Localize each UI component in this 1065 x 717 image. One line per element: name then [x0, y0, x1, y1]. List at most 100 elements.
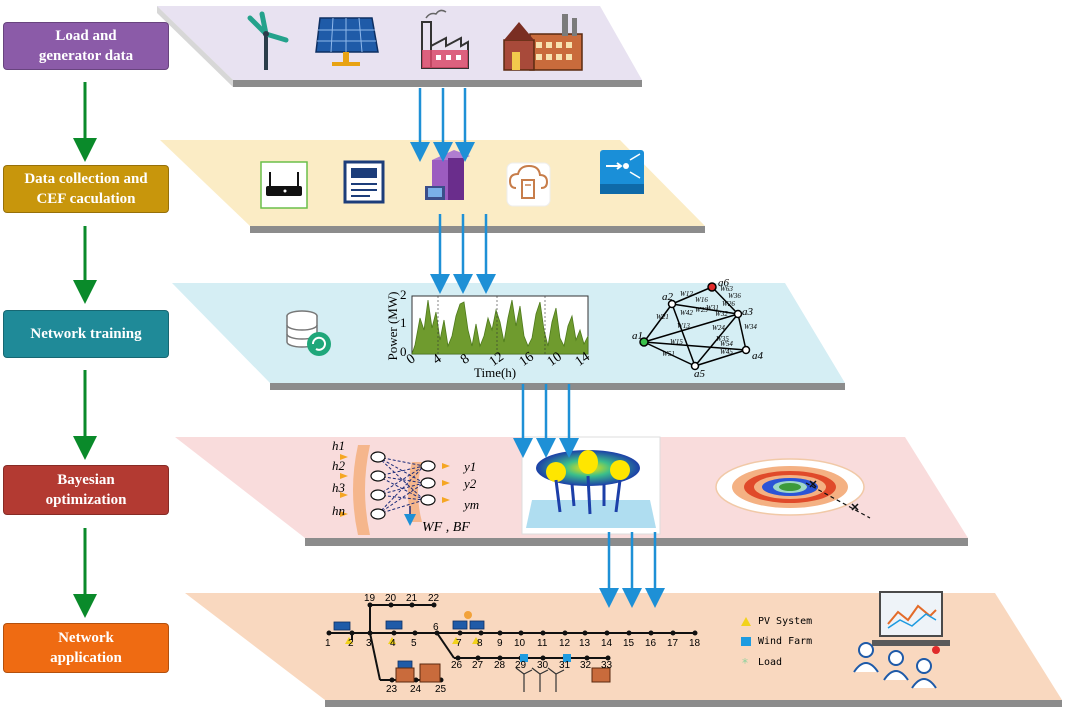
edge-weight: W24 — [712, 324, 725, 332]
nn-output-label: y1 — [464, 459, 477, 474]
edge-weight: W51 — [662, 350, 675, 358]
nn-output-label: y2 — [464, 476, 477, 491]
bus-label: 28 — [494, 660, 506, 671]
step-network-training: Network training — [3, 310, 169, 358]
step-label: Network application — [50, 630, 122, 666]
cloud-server-icon — [506, 162, 551, 207]
load-factories — [395, 611, 611, 683]
bus-label: 20 — [385, 593, 397, 604]
pv-markers — [345, 637, 480, 644]
bus-label: 12 — [559, 638, 571, 649]
bus-label: 27 — [472, 660, 484, 671]
edge-weight: W13 — [677, 322, 690, 330]
step-label: Data collection and CEF caculation — [24, 171, 148, 207]
bus-label: 26 — [451, 660, 463, 671]
meter-icon — [343, 160, 385, 204]
chart-ytick: 2 — [400, 287, 407, 302]
edge-weight: W45 — [720, 348, 733, 356]
operators-monitor-icon — [853, 591, 950, 689]
edge-weight: W35 — [716, 335, 729, 343]
database-refresh-icon — [286, 310, 331, 356]
bus-label: 9 — [497, 638, 503, 649]
nn-input-label: h2 — [332, 458, 345, 473]
bus-label: 23 — [386, 684, 398, 695]
edge-weight: W32 — [715, 310, 728, 318]
legend-label-load: Load — [758, 657, 783, 668]
edge-weight: W34 — [744, 323, 757, 331]
svg-text:*: * — [742, 656, 748, 670]
bus-label: 11 — [537, 638, 548, 649]
bus-label: 16 — [645, 638, 657, 649]
bus-label: 14 — [601, 638, 613, 649]
edge-weight: W21 — [656, 313, 669, 321]
legend-label-pv: PV System — [758, 616, 813, 627]
step-network-application: Network application — [3, 623, 169, 673]
solar-panel-icon — [315, 17, 379, 66]
power-chart — [411, 295, 589, 355]
step-data-collection: Data collection and CEF caculation — [3, 165, 169, 213]
bus-label: 33 — [601, 660, 613, 671]
edge-weight: W31 — [706, 304, 719, 312]
bus-label: 10 — [514, 638, 526, 649]
wind-turbine-icon — [247, 11, 289, 70]
network-graph — [639, 282, 751, 371]
bus-label: 15 — [623, 638, 635, 649]
node-label: a1 — [632, 330, 643, 342]
bus-label: 31 — [559, 660, 571, 671]
bus-label: 32 — [580, 660, 592, 671]
edge-weight: W63 — [720, 285, 733, 293]
small-wind-turbines — [515, 667, 565, 692]
bus-label: 2 — [348, 638, 354, 649]
node-label: a6 — [718, 277, 729, 289]
pv-panels — [333, 620, 485, 670]
edge-weight: W36 — [728, 292, 741, 300]
node-label: a3 — [742, 306, 753, 318]
switch-icon — [600, 150, 644, 194]
nn-input-label: hn — [332, 503, 345, 518]
target-icon — [715, 458, 871, 519]
nn-params-label: WF , BF — [422, 520, 470, 535]
legend-label-wind: Wind Farm — [758, 636, 813, 647]
bus-label: 21 — [406, 593, 418, 604]
wind-markers — [520, 654, 571, 662]
bus-label: 29 — [515, 660, 527, 671]
chart-ylabel: Power (MW) — [385, 291, 400, 361]
industrial-plant-icon — [503, 14, 583, 71]
bus-label: 6 — [433, 622, 439, 633]
optimization-surface-icon — [521, 436, 661, 535]
edge-weight: W42 — [680, 309, 693, 317]
layer-flow-arrows — [410, 88, 665, 608]
neural-net — [340, 445, 450, 535]
chart-ytick: 0 — [400, 344, 407, 359]
legend-symbols: * — [741, 617, 751, 670]
step-bayesian-optimization: Bayesian optimization — [3, 465, 169, 515]
bus-label: 25 — [435, 684, 447, 695]
bus-label: 1 — [325, 638, 331, 649]
bus-label: 8 — [477, 638, 483, 649]
router-icon — [260, 161, 308, 209]
node-label: a5 — [694, 368, 705, 380]
bus-label: 24 — [410, 684, 422, 695]
nn-output-label: ym — [464, 497, 480, 512]
factory-icon — [421, 9, 469, 69]
nn-input-label: h1 — [332, 438, 345, 453]
node-label: a2 — [662, 291, 673, 303]
step-label: Network training — [30, 326, 142, 342]
edge-weight: W12 — [680, 290, 693, 298]
edge-weight: W15 — [670, 338, 683, 346]
step-label: Load and generator data — [38, 28, 134, 64]
bus-label: 7 — [456, 638, 462, 649]
edge-weight: W26 — [722, 300, 735, 308]
bus-label: 4 — [390, 638, 396, 649]
node-label: a4 — [752, 350, 763, 362]
nn-input-label: h3 — [332, 480, 345, 495]
bus-label: 17 — [667, 638, 679, 649]
edge-weight: W16 — [695, 296, 708, 304]
bus-label: 22 — [428, 593, 440, 604]
chart-ytick: 1 — [400, 315, 407, 330]
step-label: Bayesian optimization — [45, 472, 127, 508]
bus-label: 19 — [364, 593, 376, 604]
bus-label: 30 — [537, 660, 549, 671]
bus-label: 3 — [366, 638, 372, 649]
